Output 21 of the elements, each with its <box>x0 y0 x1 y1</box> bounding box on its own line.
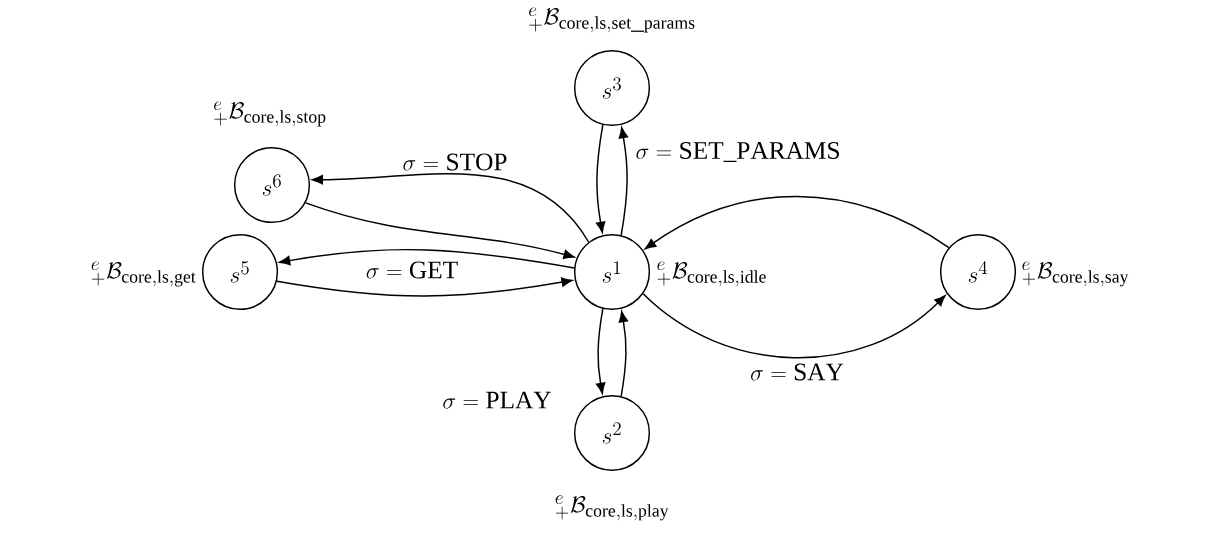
state-formula: ${}^{e}_{+}\mathcal{B}_{\mathrm{core,ls,play}}$ <box>555 495 669 521</box>
arrow <box>595 308 606 394</box>
edge-label: $\sigma = \mathrm{SET\_PARAMS}$ <box>636 142 839 162</box>
arrow <box>279 248 575 269</box>
edge-label: $\sigma = \mathrm{SAY}$ <box>751 363 844 381</box>
arrow <box>618 127 629 236</box>
state-formula: ${}^{e}_{+}\mathcal{B}_{\mathrm{core,ls,say}}$ <box>1022 261 1129 287</box>
arrow <box>311 173 590 243</box>
state-formula: ${}^{e}_{+}\mathcal{B}_{\mathrm{core,ls,stop}}$ <box>214 101 326 127</box>
arrow <box>276 277 573 297</box>
edge-label: $\sigma = \mathrm{STOP}$ <box>403 153 507 171</box>
edge-label: $\sigma = \mathrm{GET}$ <box>366 261 458 279</box>
arrow <box>644 195 950 250</box>
arrow <box>595 124 606 233</box>
state-formula: ${}^{e}_{+}\mathcal{B}_{\mathrm{core,ls,idle}}$ <box>657 261 766 287</box>
state-formula: ${}^{e}_{+}\mathcal{B}_{\mathrm{core,ls,get}}$ <box>91 261 196 287</box>
state-formula: ${}^{e}_{+}\mathcal{B}_{\mathrm{core,ls,set\_params}}$ <box>529 7 695 33</box>
arrow <box>642 293 946 359</box>
arrow <box>304 202 575 260</box>
edge-label: $\sigma = \mathrm{PLAY}$ <box>443 391 551 409</box>
arrow <box>618 311 629 397</box>
